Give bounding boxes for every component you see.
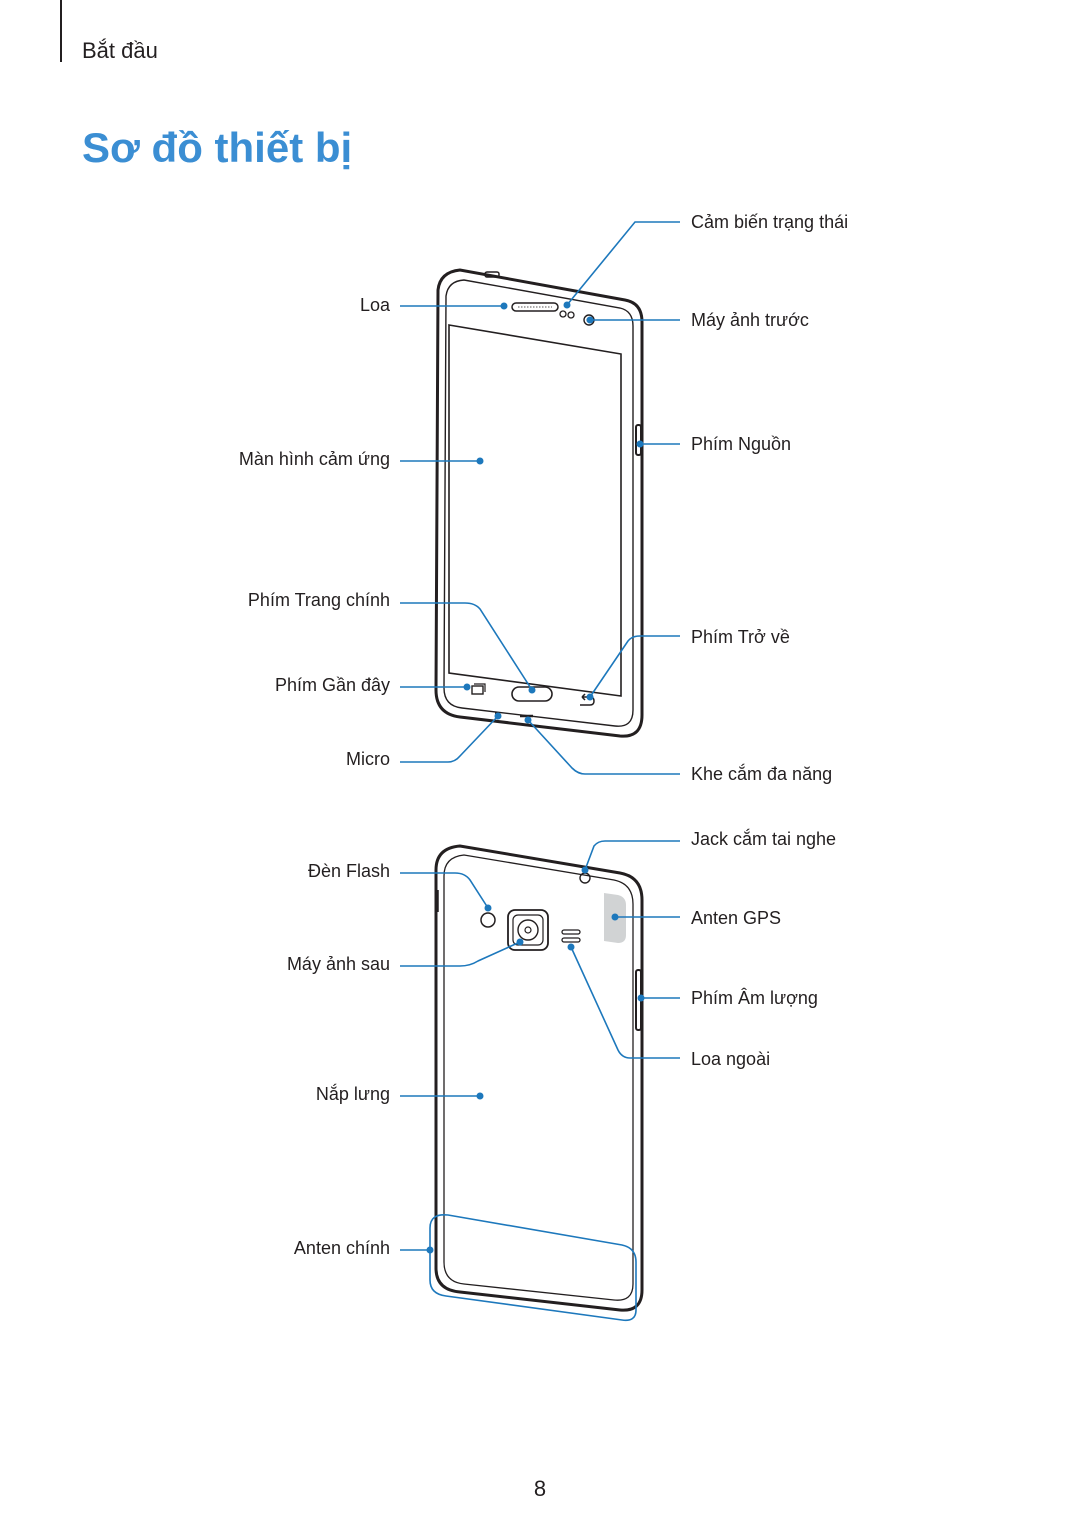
rear-camera-housing (507, 909, 549, 951)
section-label: Bắt đầu (82, 38, 158, 63)
front-body-outline (434, 268, 644, 738)
label-front-camera: Máy ảnh trước (691, 310, 809, 330)
page-title: Sơ đồ thiết bị (82, 124, 353, 171)
back-callout-dots (426, 866, 645, 1254)
flash-shape (480, 912, 496, 928)
label-back-key: Phím Trở về (691, 627, 790, 647)
front-callouts (400, 221, 680, 775)
headset-jack-shape (579, 872, 591, 884)
main-antenna-outline (429, 1213, 637, 1322)
label-headset-jack: Jack cắm tai nghe (691, 829, 837, 849)
front-phone (434, 268, 644, 738)
label-touchscreen: Màn hình cảm ứng (238, 449, 390, 469)
section-rule (60, 0, 62, 62)
label-speaker: Loa (359, 295, 390, 315)
label-proximity-sensor: Cảm biến trạng thái (691, 212, 849, 232)
label-multipurpose-jack: Khe cắm đa năng (691, 764, 833, 784)
back-callouts (400, 840, 680, 1322)
recent-key-shape (471, 685, 484, 695)
front-callout-dots (463, 301, 644, 724)
label-recent-key: Phím Gần đây (274, 675, 390, 695)
power-side-key (635, 424, 642, 456)
front-speaker-grille (511, 302, 559, 312)
top-slot (484, 271, 500, 278)
label-volume-key: Phím Âm lượng (691, 988, 818, 1008)
label-power-key: Phím Nguồn (691, 434, 792, 454)
label-gps-antenna: Anten GPS (691, 908, 782, 928)
sensor-dot-1 (559, 310, 567, 318)
sensor-dot-2 (567, 311, 575, 319)
page-number: 8 (533, 1476, 547, 1501)
label-flash: Đèn Flash (307, 861, 390, 881)
back-speaker-shape (561, 929, 581, 935)
back-inner-outline (443, 854, 634, 1301)
label-rear-camera: Máy ảnh sau (286, 954, 390, 974)
label-main-antenna: Anten chính (293, 1238, 390, 1258)
back-body-outline (434, 844, 644, 1312)
front-inner-outline (443, 279, 634, 727)
label-external-speaker: Loa ngoài (691, 1049, 771, 1069)
label-back-cover: Nắp lưng (315, 1084, 390, 1104)
label-home-key: Phím Trang chính (247, 590, 390, 610)
label-microphone: Micro (346, 749, 390, 769)
front-screen (448, 324, 622, 697)
